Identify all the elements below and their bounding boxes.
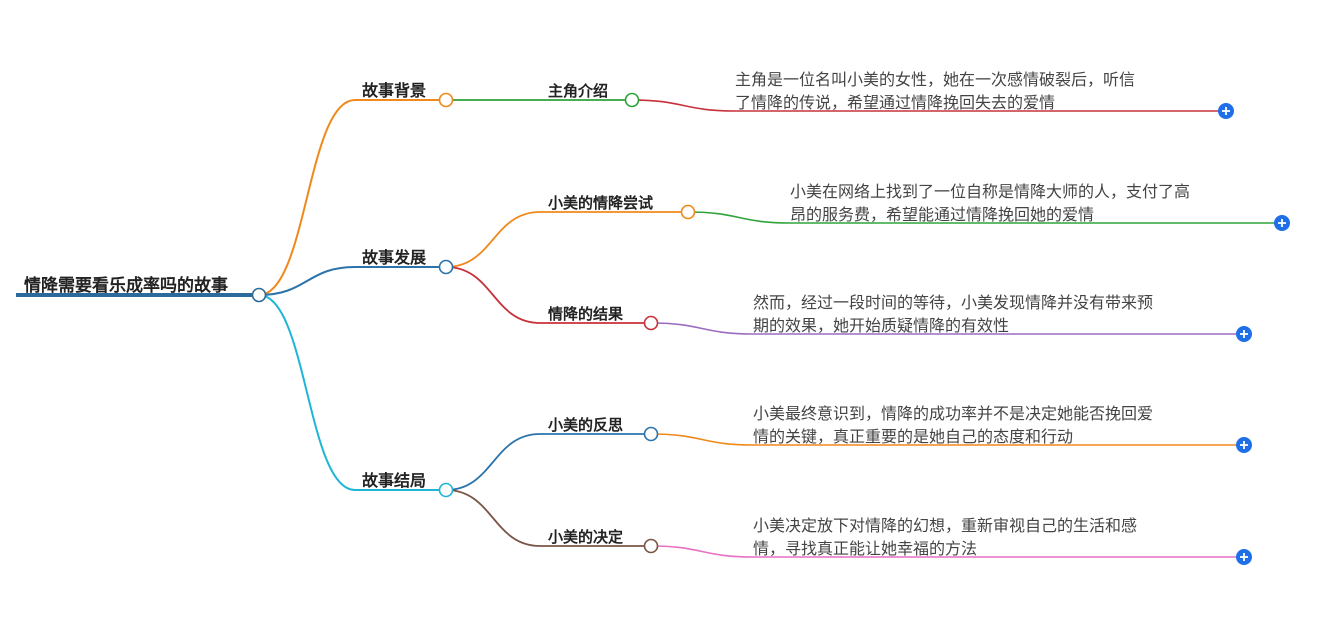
subtopic-1: 小美的情降尝试 <box>548 194 653 212</box>
link-branch-child-3 <box>445 433 541 491</box>
subtopic-2: 情降的结果 <box>548 305 624 323</box>
subtopic-0: 主角介绍 <box>548 82 608 100</box>
branch-topic-1: 故事发展 <box>362 248 427 267</box>
branch-topic-0: 故事背景 <box>362 81 426 100</box>
collapse-circle-icon[interactable] <box>680 204 696 220</box>
detail-text-1-line-0: 小美在网络上找到了一位自称是情降大师的人，支付了高 <box>790 182 1190 201</box>
link-child-detail-4 <box>650 545 754 558</box>
plus-circle-icon[interactable] <box>1236 437 1252 453</box>
detail-text-3-line-0: 小美最终意识到，情降的成功率并不是决定她能否挽回爱 <box>753 404 1153 423</box>
plus-circle-icon[interactable] <box>1236 549 1252 565</box>
link-child-detail-3 <box>650 433 754 446</box>
detail-text-0-line-1: 了情降的传说，希望通过情降挽回失去的爱情 <box>735 93 1055 112</box>
link-branch-child-2 <box>445 266 541 324</box>
collapse-circle-icon[interactable] <box>643 538 659 554</box>
link-child-detail-2 <box>650 322 754 335</box>
collapse-circle-icon[interactable] <box>438 259 454 275</box>
collapse-circle-icon[interactable] <box>438 92 454 108</box>
detail-text-4-line-0: 小美决定放下对情降的幻想，重新审视自己的生活和感 <box>753 516 1137 535</box>
collapse-circle-icon[interactable] <box>643 426 659 442</box>
link-child-detail-1 <box>687 211 791 224</box>
link-root-branch-0 <box>258 99 356 296</box>
plus-circle-icon[interactable] <box>1274 215 1290 231</box>
link-branch-child-1 <box>445 211 541 268</box>
link-child-detail-0 <box>631 99 736 112</box>
link-root-branch-2 <box>258 294 356 491</box>
detail-text-2-line-0: 然而，经过一段时间的等待，小美发现情降并没有带来预 <box>753 293 1153 312</box>
branch-topic-2: 故事结局 <box>362 471 426 490</box>
detail-text-3-line-1: 情的关键，真正重要的是她自己的态度和行动 <box>753 427 1073 446</box>
detail-text-1-line-1: 昂的服务费，希望能通过情降挽回她的爱情 <box>790 205 1094 224</box>
subtopic-4: 小美的决定 <box>548 528 623 546</box>
collapse-circle-icon[interactable] <box>624 92 640 108</box>
root-topic: 情降需要看乐成率吗的故事 <box>24 275 228 296</box>
collapse-circle-icon[interactable] <box>643 315 659 331</box>
mindmap-labels: 情降需要看乐成率吗的故事 故事背景 主角介绍 主角是一位名叫小美的女性，她在一次感情破… <box>24 70 1190 558</box>
detail-text-0-line-0: 主角是一位名叫小美的女性，她在一次感情破裂后，听信 <box>735 70 1135 89</box>
detail-text-4-line-1: 情，寻找真正能让她幸福的方法 <box>753 539 977 558</box>
link-branch-child-4 <box>445 489 541 547</box>
subtopic-3: 小美的反思 <box>548 416 623 434</box>
detail-text-2-line-1: 期的效果，她开始质疑情降的有效性 <box>753 316 1009 335</box>
mindmap-links <box>16 99 1282 558</box>
plus-circle-icon[interactable] <box>1218 103 1234 119</box>
mindmap-nodes <box>251 92 1290 565</box>
collapse-circle-icon[interactable] <box>438 482 454 498</box>
plus-circle-icon[interactable] <box>1236 326 1252 342</box>
collapse-circle-icon[interactable] <box>251 287 267 303</box>
link-root-branch-1 <box>258 266 356 296</box>
